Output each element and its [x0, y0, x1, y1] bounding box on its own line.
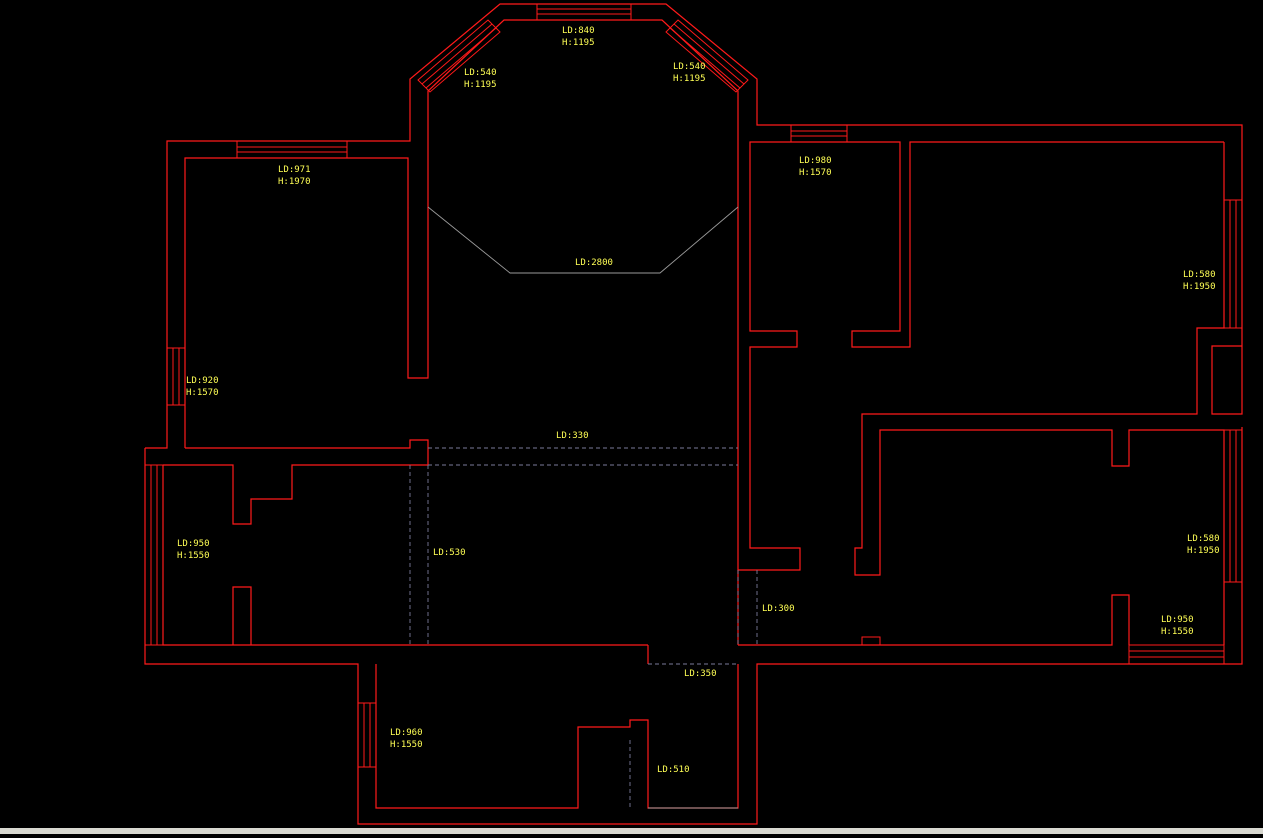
- label-win-bottom-room-ld: LD:960: [390, 728, 423, 738]
- windows: [144, 3, 1243, 768]
- label-win-top-right-h: H:1195: [673, 74, 706, 84]
- label-opening-mid: LD:530: [433, 548, 466, 558]
- dimension-labels: LD:840 H:1195 LD:540 H:1195 LD:540 H:119…: [177, 26, 1220, 775]
- label-win-top-left-h: H:1195: [464, 80, 497, 90]
- window-upper-right-small: [790, 124, 848, 143]
- status-strip: [0, 828, 1263, 834]
- window-upper-left-room: [236, 140, 348, 159]
- guide-lines: [409, 206, 758, 809]
- label-win-right-bottom-ld: LD:950: [1161, 615, 1194, 625]
- window-bottom-room: [357, 702, 377, 768]
- label-win-top-right-ld: LD:540: [673, 62, 706, 72]
- label-win-top-center-ld: LD:840: [562, 26, 595, 36]
- label-win-upper-right-small-ld: LD:980: [799, 156, 832, 166]
- upper-left-room: [163, 19, 1224, 645]
- label-win-left-side-h: H:1570: [186, 388, 219, 398]
- label-opening-kitchen: LD:510: [657, 765, 690, 775]
- outer-walls: [144, 3, 1243, 825]
- bay-chord: [427, 206, 739, 274]
- label-opening-corridor: LD:300: [762, 604, 795, 614]
- label-win-top-center-h: H:1195: [562, 38, 595, 48]
- label-win-upper-left-room-ld: LD:971: [278, 165, 311, 175]
- window-right-lower: [1223, 429, 1243, 583]
- label-win-lower-left-ld: LD:950: [177, 539, 210, 549]
- label-win-right-upper-h: H:1950: [1183, 282, 1216, 292]
- label-win-lower-left-h: H:1550: [177, 551, 210, 561]
- label-win-bottom-room-h: H:1550: [390, 740, 423, 750]
- label-bay-span: LD:2800: [575, 258, 613, 268]
- window-top-center: [536, 3, 632, 21]
- label-opening-bottom: LD:350: [684, 669, 717, 679]
- label-win-right-lower-ld: LD:580: [1187, 534, 1220, 544]
- label-win-right-bottom-h: H:1550: [1161, 627, 1194, 637]
- label-win-upper-right-small-h: H:1570: [799, 168, 832, 178]
- window-right-bottom: [1128, 644, 1225, 665]
- window-lower-left: [144, 464, 164, 646]
- label-win-right-upper-ld: LD:580: [1183, 270, 1216, 280]
- label-win-left-side-ld: LD:920: [186, 376, 219, 386]
- label-win-upper-left-room-h: H:1970: [278, 177, 311, 187]
- label-win-right-lower-h: H:1950: [1187, 546, 1220, 556]
- label-win-top-left-ld: LD:540: [464, 68, 497, 78]
- label-opening-top: LD:330: [556, 431, 589, 441]
- window-left-side: [166, 347, 186, 406]
- window-right-upper: [1223, 199, 1243, 329]
